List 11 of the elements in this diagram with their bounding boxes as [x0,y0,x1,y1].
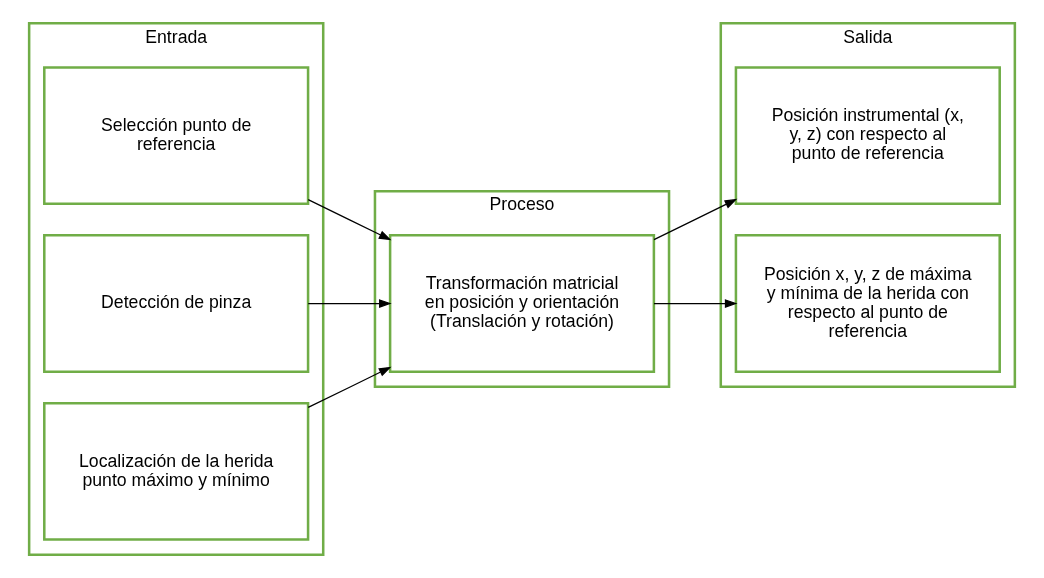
node-box: Localización de la herida punto máximo y mínimo [43,401,310,541]
arrow [653,198,738,241]
node-box: Transformación matricial en posición y orientación (Translación y rotación) [388,234,656,373]
arrow [307,366,392,409]
node-box: Detección de pinza [43,234,310,373]
node-box: Posición instrumental (x, y, z) con respecto al punto de referencia [734,66,1001,206]
node-box: Selección punto de referencia [43,66,310,206]
node-box: Posición x, y, z de máxima y mínima de la herida con respecto al punto de referencia [734,234,1001,373]
arrow [307,299,392,308]
arrow [653,299,738,308]
arrow [307,198,392,241]
